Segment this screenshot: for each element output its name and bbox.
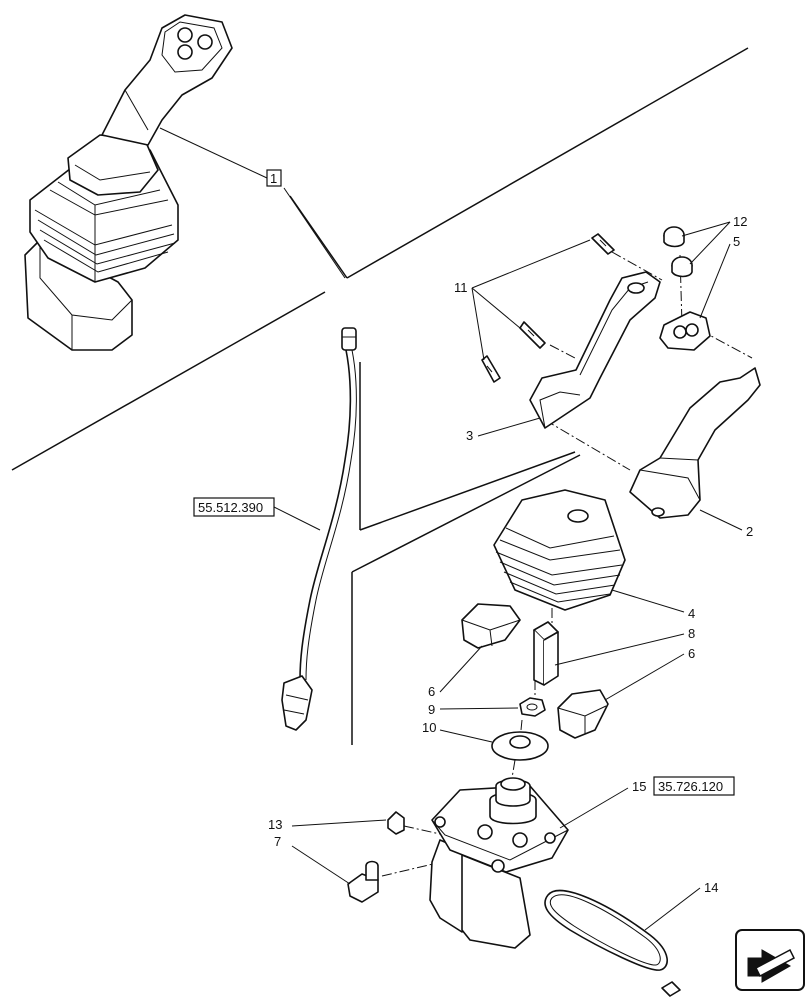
svg-text:5: 5 xyxy=(733,234,740,249)
svg-text:9: 9 xyxy=(428,702,435,717)
svg-text:2: 2 xyxy=(746,524,753,539)
callout-3: 3 xyxy=(466,417,541,443)
wedge-right xyxy=(557,689,609,739)
svg-text:1: 1 xyxy=(270,171,277,186)
cap-bottom xyxy=(671,256,693,278)
svg-text:12: 12 xyxy=(733,214,747,229)
svg-text:4: 4 xyxy=(688,606,695,621)
joystick-assembly xyxy=(24,14,233,351)
callout-11: 11 xyxy=(454,239,591,361)
button-plate xyxy=(659,311,711,351)
svg-text:11: 11 xyxy=(454,280,468,295)
handle-half-left xyxy=(529,271,661,429)
wire-harness xyxy=(281,327,357,731)
callout-8: 8 xyxy=(554,626,695,666)
screw-bottom xyxy=(481,355,501,383)
washer xyxy=(491,731,549,761)
svg-text:13: 13 xyxy=(268,817,282,832)
shaft xyxy=(533,621,559,686)
svg-text:14: 14 xyxy=(704,880,718,895)
callout-6-right: 6 xyxy=(604,646,695,701)
seal-loop xyxy=(544,889,681,997)
svg-text:3: 3 xyxy=(466,428,473,443)
pilot-valve xyxy=(429,777,569,949)
callout-6-left: 6 xyxy=(428,645,483,699)
fitting xyxy=(387,811,405,835)
callout-9: 9 xyxy=(428,702,519,717)
svg-text:55.512.390: 55.512.390 xyxy=(198,500,263,515)
callout-15: 15 35.726.120 xyxy=(559,776,735,829)
nut xyxy=(519,697,546,717)
svg-text:7: 7 xyxy=(274,834,281,849)
svg-text:10: 10 xyxy=(422,720,436,735)
svg-text:8: 8 xyxy=(688,626,695,641)
svg-text:6: 6 xyxy=(688,646,695,661)
harness-reference: 55.512.390 xyxy=(193,497,321,531)
callout-2: 2 xyxy=(699,509,753,539)
callout-12: 12 xyxy=(681,214,747,265)
wedge-left xyxy=(461,603,521,649)
rubber-boot xyxy=(493,489,626,611)
cap-top xyxy=(663,226,685,248)
connector xyxy=(347,860,379,903)
screw-top xyxy=(591,233,615,255)
callout-14: 14 xyxy=(644,880,718,931)
page-turn-arrow-icon[interactable] xyxy=(735,929,805,991)
svg-text:15: 15 xyxy=(632,779,646,794)
callout-10: 10 xyxy=(422,720,493,743)
svg-text:35.726.120: 35.726.120 xyxy=(658,779,723,794)
callout-13: 13 xyxy=(268,817,387,832)
callout-4: 4 xyxy=(611,589,695,621)
handle-half-right xyxy=(629,367,761,519)
callout-1: 1 xyxy=(159,127,346,279)
screw-middle xyxy=(519,321,546,349)
callout-7: 7 xyxy=(274,834,351,885)
svg-text:6: 6 xyxy=(428,684,435,699)
section-divider-lines xyxy=(11,47,749,745)
callout-5: 5 xyxy=(699,234,740,319)
